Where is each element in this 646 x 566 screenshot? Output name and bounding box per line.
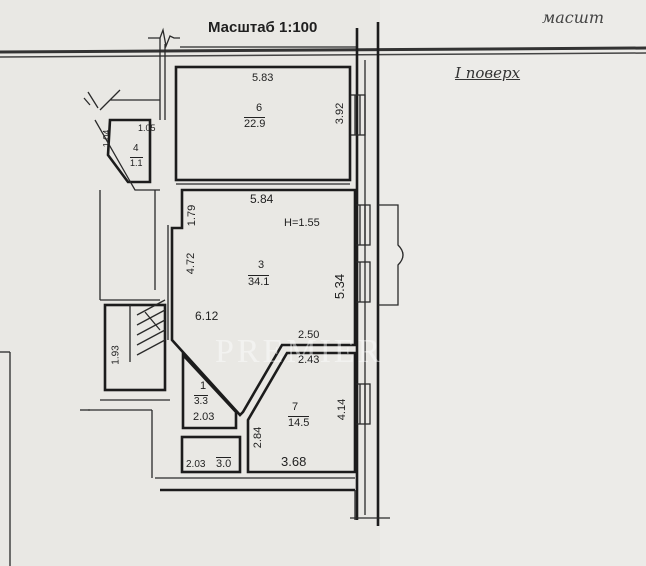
room-area: 34.1 — [248, 275, 270, 288]
room-area: 22.9 — [244, 117, 266, 130]
storage-room-walls — [180, 435, 242, 474]
dim-label: 5.84 — [250, 192, 274, 206]
dim-label: 1.04 — [101, 129, 112, 148]
dim-label: 1.93 — [110, 345, 122, 365]
dim-label: 4.72 — [185, 252, 198, 275]
room-number: 1 — [200, 380, 207, 392]
dim-label: 4.14 — [336, 398, 349, 421]
dim-label: 2.03 — [193, 411, 215, 423]
room-number: 3 — [258, 259, 265, 271]
dim-label: 6.12 — [195, 309, 219, 323]
scale-label: Масштаб 1:100 — [208, 19, 318, 36]
room-7-walls — [246, 351, 357, 474]
room-area: 1.1 — [130, 157, 143, 168]
dim-label: 2.43 — [298, 354, 320, 366]
dim-label: 1.05 — [138, 123, 156, 133]
room-area: 3.3 — [194, 395, 208, 407]
balcony-outline — [378, 204, 404, 306]
dim-label: 1.79 — [186, 204, 199, 227]
room-area: 3.0 — [216, 457, 232, 470]
room-area: 14.5 — [288, 416, 310, 429]
break-mark-icon — [148, 27, 180, 120]
dim-label: 5.83 — [252, 72, 274, 84]
room-3-walls — [170, 188, 357, 417]
dim-label: 2.03 — [186, 459, 206, 470]
top-boundary-wall — [0, 46, 646, 58]
watermark: PREMIER — [215, 333, 383, 370]
room-number: 4 — [133, 143, 139, 154]
room-6-walls — [174, 65, 352, 182]
room-4-walls — [83, 89, 160, 301]
staircase — [88, 299, 170, 478]
dim-label: 5.34 — [332, 273, 348, 300]
dim-label: 2.84 — [252, 426, 265, 449]
adjacent-walls — [0, 351, 90, 566]
room-1-walls — [181, 351, 238, 430]
ceiling-height: H=1.55 — [284, 217, 320, 229]
room-number: 7 — [292, 401, 299, 413]
dim-label: 3.92 — [334, 102, 347, 125]
floor-label: I поверх — [455, 64, 521, 82]
room-number: 6 — [256, 102, 263, 114]
dim-label: 2.50 — [298, 329, 320, 341]
dim-label: 3.68 — [281, 454, 307, 469]
scale-label-right: масшт — [542, 8, 605, 27]
exterior-wall-right — [350, 22, 390, 526]
